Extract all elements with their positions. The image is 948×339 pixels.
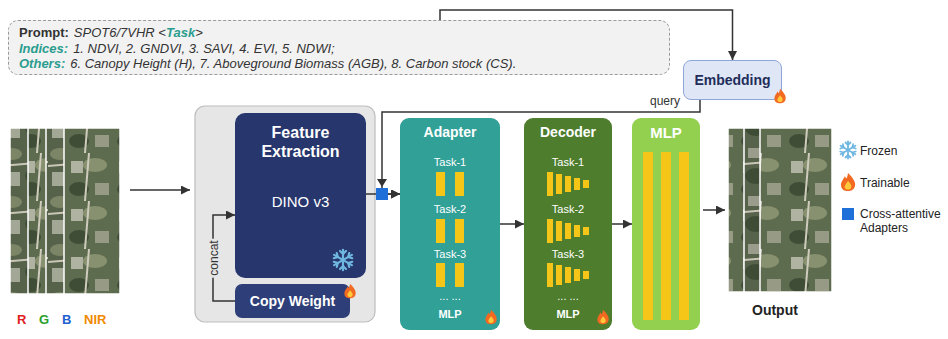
connector-arrow <box>612 223 632 225</box>
input-image-stack <box>10 128 120 294</box>
legend-frozen-icon <box>840 142 855 159</box>
legend-text: Frozen <box>860 144 944 158</box>
layer-bar <box>455 219 464 243</box>
legend-trainable-icon <box>841 173 855 191</box>
input-arrow <box>130 189 190 191</box>
layer-bar <box>565 223 571 239</box>
layer-bar <box>583 271 589 279</box>
layer-bar <box>565 176 571 192</box>
frozen-icon <box>334 250 352 270</box>
cross-attentive-adapter <box>376 188 388 200</box>
layer-bar <box>583 180 589 188</box>
task-label: Task-1 <box>400 156 500 169</box>
box-title: Adapter <box>400 124 500 141</box>
layer-bar <box>574 225 580 237</box>
band-label: G <box>39 312 49 327</box>
prompt-text: 1. NDVI, 2. GNDVI, 3. SAVI, 4. EVI, 5. N… <box>73 41 335 56</box>
task-label: Task-3 <box>524 248 612 261</box>
frozen-panel <box>195 106 375 322</box>
trainable-icon <box>344 284 355 298</box>
trainable-icon <box>597 310 608 324</box>
band-label: B <box>62 312 71 327</box>
band-label: NIR <box>84 312 106 327</box>
box-title: Embedding <box>684 72 781 89</box>
legend-text: Trainable <box>860 176 944 190</box>
prompt-text: SPOT6/7VHR < <box>74 25 166 40</box>
edge-label: concat <box>206 238 220 277</box>
prompt-text: Task <box>166 25 195 40</box>
adapter-box: AdapterTask-1Task-2Task-3 ... ... MLP <box>400 118 500 330</box>
prompt-text: 6. Canopy Height (H), 7. Aboveground Bio… <box>70 56 516 71</box>
prompt-box: Prompt: SPOT6/7VHR <Task> Indices: 1. NDVI,… <box>8 20 670 75</box>
legend-swatch <box>842 208 854 220</box>
layer-bar <box>547 219 553 243</box>
layer-bar <box>455 172 464 196</box>
prompt-line: Others: 6. Canopy Height (H), 7. Abovegro… <box>19 56 659 72</box>
mlp-label: MLP <box>400 308 500 321</box>
layer-bar <box>574 269 580 281</box>
layer-bar <box>556 221 562 241</box>
layer-bar <box>679 152 689 320</box>
box-title: MLP <box>632 124 700 142</box>
task-label: Task-1 <box>524 156 612 169</box>
layer-bar <box>556 174 562 194</box>
feature-extraction-box: Feature ExtractionDINO v3 <box>235 113 366 278</box>
output-image-stack <box>728 128 832 292</box>
prompt-line: Indices: 1. NDVI, 2. GNDVI, 3. SAVI, 4. E… <box>19 41 659 57</box>
query-arrowhead <box>377 179 387 187</box>
box-title: Decoder <box>524 124 612 141</box>
legend-text: Cross-attentive Adapters <box>860 207 944 235</box>
mlp-label: MLP <box>524 308 612 321</box>
output-label: Output <box>752 302 798 318</box>
prompt-text: > <box>195 25 203 40</box>
adapter-bars <box>436 172 464 287</box>
layer-bar <box>556 265 562 285</box>
layer-bar <box>436 219 445 243</box>
copy-weight-box: Copy Weight <box>235 284 350 318</box>
layer-bar <box>547 172 553 196</box>
task-label: Task-3 <box>400 248 500 261</box>
task-label: Task-2 <box>524 203 612 216</box>
band-label: R <box>17 312 26 327</box>
trainable-icon <box>485 310 496 324</box>
box-title: Feature Extraction <box>235 123 366 161</box>
prompt-text: Prompt: <box>19 25 69 40</box>
layer-bar <box>565 267 571 283</box>
model-name: DINO v3 <box>235 193 366 211</box>
layer-bar <box>643 152 653 320</box>
decoder-bars <box>547 172 589 287</box>
layer-bar <box>436 263 445 287</box>
trainable-icon <box>774 89 785 103</box>
ellipsis-label: ... ... <box>524 290 612 303</box>
prompt-text: Others: <box>19 56 65 71</box>
mlp-bars <box>643 152 689 320</box>
layer-bar <box>547 263 553 287</box>
layer-bar <box>661 152 671 320</box>
box-title: Copy Weight <box>235 293 350 310</box>
connector-arrow <box>500 223 524 225</box>
output-arrow <box>703 209 725 211</box>
layer-bar <box>574 178 580 190</box>
query-label: query <box>650 94 680 108</box>
task-label: Task-2 <box>400 203 500 216</box>
input-image <box>64 128 120 294</box>
layer-bar <box>455 263 464 287</box>
prompt-line: Prompt: SPOT6/7VHR <Task> <box>19 25 659 41</box>
prompt-text: Indices: <box>19 41 68 56</box>
layer-bar <box>436 172 445 196</box>
layer-bar <box>583 227 589 235</box>
ellipsis-label: ... ... <box>400 290 500 303</box>
output-image <box>760 128 832 292</box>
embedding-box: Embedding <box>683 60 782 100</box>
